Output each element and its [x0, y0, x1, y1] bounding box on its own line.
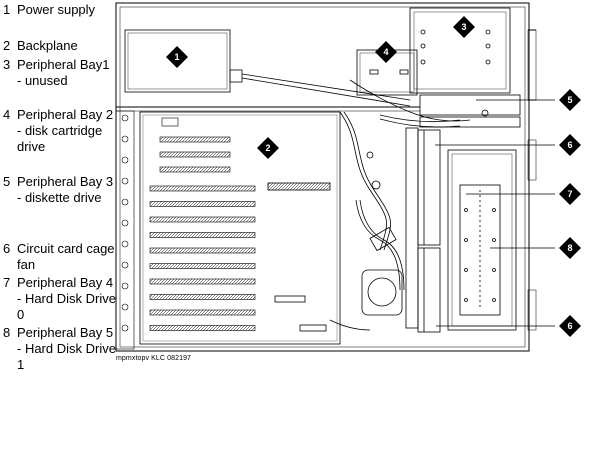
- svg-text:8: 8: [567, 243, 572, 253]
- card-slot: [149, 294, 256, 300]
- card-slot: [149, 201, 256, 207]
- legend-number: 6: [3, 241, 11, 256]
- legend-text: Peripheral Bay 3 - diskette drive: [17, 174, 114, 205]
- legend-text: Peripheral Bay1 - unused: [17, 57, 110, 88]
- rail-bolt: [121, 177, 129, 185]
- peripheral-bays: [356, 7, 521, 128]
- rail-bolt: [121, 303, 129, 311]
- card-slot: [149, 247, 256, 254]
- svg-text:4: 4: [383, 47, 388, 57]
- svg-text:7: 7: [567, 189, 572, 199]
- legend-number: 5: [3, 174, 11, 189]
- card-slot: [149, 325, 256, 331]
- card-slot: [159, 136, 231, 143]
- legend-text: Peripheral Bay 2 - disk cartridge drive: [17, 107, 114, 154]
- svg-text:2: 2: [265, 143, 270, 153]
- card-slot: [149, 185, 256, 192]
- rail-bolt: [121, 219, 129, 227]
- circuit-card-cage-fans: [405, 127, 441, 333]
- rail-bolt: [121, 282, 129, 290]
- legend-number: 2: [3, 38, 11, 53]
- rail-bolt: [121, 198, 129, 206]
- card-slot: [149, 263, 256, 269]
- rail-bolt: [121, 240, 129, 248]
- callout-4: 4: [375, 41, 397, 63]
- rail-bolt: [121, 156, 129, 164]
- callout-6-lower: 6: [559, 315, 581, 337]
- legend-text: Backplane: [17, 38, 78, 53]
- card-slot: [149, 216, 256, 223]
- legend-number: 4: [3, 107, 11, 122]
- card-slot: [149, 232, 256, 238]
- legend-text: Power supply: [17, 2, 96, 17]
- callout-1: 1: [166, 46, 188, 68]
- card-slot: [159, 151, 231, 158]
- callout-2: 2: [257, 137, 279, 159]
- legend-text: Peripheral Bay 4 - Hard Disk Drive 0: [17, 275, 116, 322]
- rail-bolt: [121, 324, 129, 332]
- svg-text:3: 3: [461, 22, 466, 32]
- legend-number: 1: [3, 2, 11, 17]
- card-cage-rail: [115, 110, 135, 350]
- backplane-board: [139, 111, 341, 345]
- cable-harness: [329, 111, 461, 331]
- legend-text: Circuit card cage fan: [17, 241, 115, 272]
- hard-disk-bays: [447, 149, 517, 331]
- card-slot: [149, 309, 256, 316]
- leader-lines: [435, 99, 555, 327]
- rail-bolt: [121, 114, 129, 122]
- callout-6-upper: 6: [559, 134, 581, 156]
- card-slot: [159, 166, 231, 173]
- callout-8: 8: [559, 237, 581, 259]
- legend-number: 8: [3, 325, 11, 340]
- callout-7: 7: [559, 183, 581, 205]
- legend-number: 7: [3, 275, 11, 290]
- svg-text:5: 5: [567, 95, 572, 105]
- rail-bolt: [121, 135, 129, 143]
- callout-5: 5: [559, 89, 581, 111]
- legend-text: Peripheral Bay 5 - Hard Disk Drive 1: [17, 325, 116, 372]
- card-slots: [149, 136, 256, 331]
- callout-3: 3: [453, 16, 475, 38]
- figure-caption: mpmxtopv KLC 082197: [116, 355, 192, 362]
- svg-text:6: 6: [567, 140, 572, 150]
- card-slot: [149, 278, 256, 285]
- svg-text:1: 1: [174, 52, 179, 62]
- svg-text:6: 6: [567, 321, 572, 331]
- legend-number: 3: [3, 57, 11, 72]
- rail-bolt: [121, 261, 129, 269]
